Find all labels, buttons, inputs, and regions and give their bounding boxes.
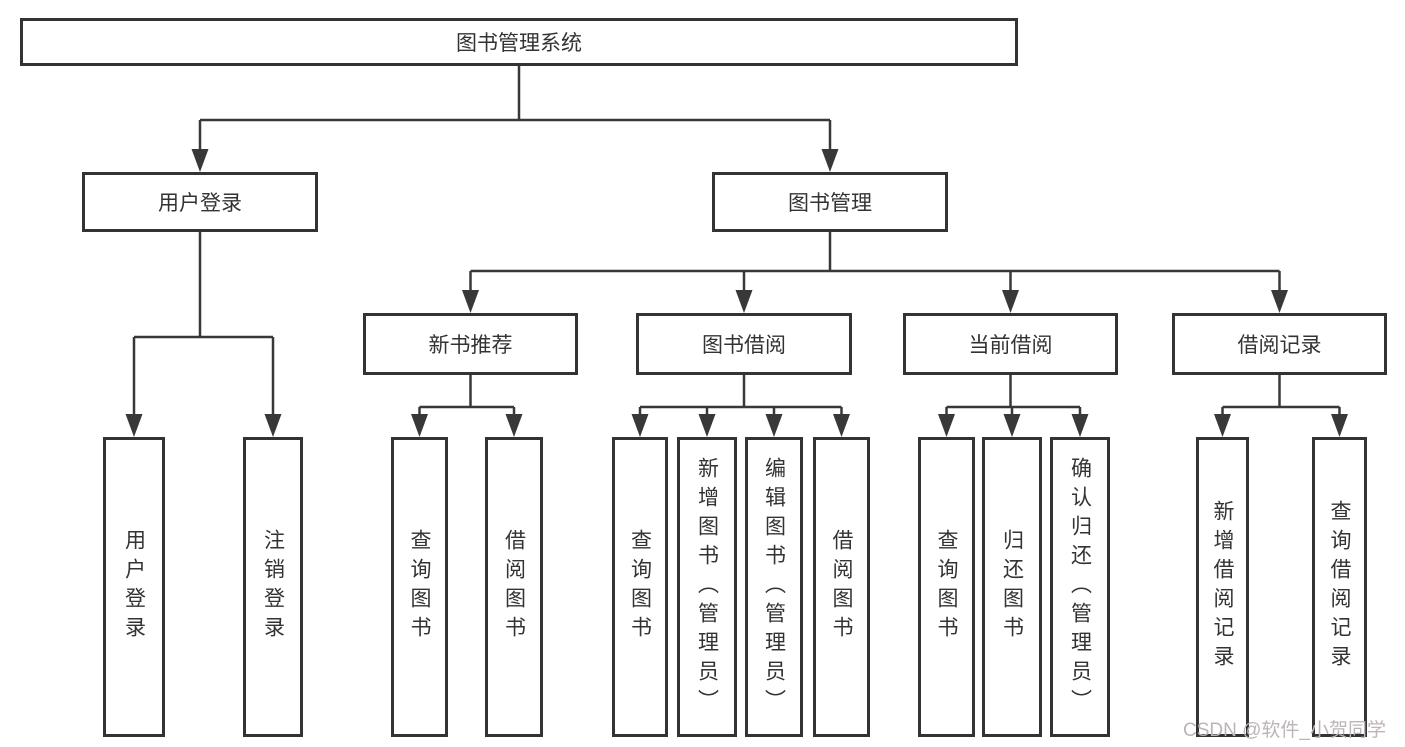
node-label: 新增借阅记录 bbox=[1211, 500, 1234, 674]
leaf-query-books-borrow: 查询图书 bbox=[612, 437, 668, 737]
leaf-query-borrow-record: 查询借阅记录 bbox=[1312, 437, 1367, 737]
node-label: 借阅图书 bbox=[502, 529, 526, 645]
node-label: 查询借阅记录 bbox=[1328, 500, 1351, 674]
node-label: 查询图书 bbox=[408, 529, 431, 645]
leaf-user-login: 用户登录 bbox=[103, 437, 165, 737]
node-borrowing-records: 借阅记录 bbox=[1172, 313, 1387, 375]
leaf-borrow-books: 借阅图书 bbox=[813, 437, 870, 737]
node-label: 借阅图书 bbox=[830, 529, 853, 645]
leaf-edit-book-admin: 编辑图书（管理员） bbox=[745, 437, 803, 737]
csdn-watermark: CSDN @软件_小贺同学 bbox=[1183, 720, 1386, 741]
leaf-query-books-current: 查询图书 bbox=[918, 437, 975, 737]
leaf-borrow-books-recommend: 借阅图书 bbox=[485, 437, 543, 737]
node-label: 新书推荐 bbox=[428, 334, 513, 357]
leaf-query-books-recommend: 查询图书 bbox=[391, 437, 448, 737]
node-label: 当前借阅 bbox=[968, 334, 1053, 357]
node-current-borrowing: 当前借阅 bbox=[903, 313, 1118, 375]
leaf-logout: 注销登录 bbox=[243, 437, 303, 737]
node-user-login: 用户登录 bbox=[82, 172, 318, 232]
node-label: 新增图书（管理员） bbox=[695, 456, 719, 718]
node-label: 查询图书 bbox=[628, 529, 652, 645]
node-book-management: 图书管理 bbox=[712, 172, 948, 232]
node-label: 用户登录 bbox=[158, 192, 242, 215]
node-label: 用户登录 bbox=[122, 529, 146, 645]
node-label: 图书管理系统 bbox=[456, 32, 582, 55]
arrowheads bbox=[125, 149, 1348, 437]
node-label: 注销登录 bbox=[261, 529, 285, 645]
node-library-management-system: 图书管理系统 bbox=[20, 18, 1018, 66]
node-label: 图书管理 bbox=[788, 192, 872, 215]
node-new-book-recommendation: 新书推荐 bbox=[363, 313, 578, 375]
leaf-return-books: 归还图书 bbox=[982, 437, 1042, 737]
node-label: 确认归还（管理员） bbox=[1068, 456, 1092, 718]
node-label: 归还图书 bbox=[1000, 529, 1024, 645]
node-label: 图书借阅 bbox=[702, 334, 786, 357]
leaf-confirm-return-admin: 确认归还（管理员） bbox=[1050, 437, 1110, 737]
node-label: 编辑图书（管理员） bbox=[762, 456, 786, 718]
leaf-add-borrow-record: 新增借阅记录 bbox=[1196, 437, 1249, 737]
node-label: 借阅记录 bbox=[1237, 334, 1322, 357]
node-book-borrowing: 图书借阅 bbox=[636, 313, 852, 375]
leaf-add-book-admin: 新增图书（管理员） bbox=[677, 437, 737, 737]
node-label: 查询图书 bbox=[935, 529, 958, 645]
